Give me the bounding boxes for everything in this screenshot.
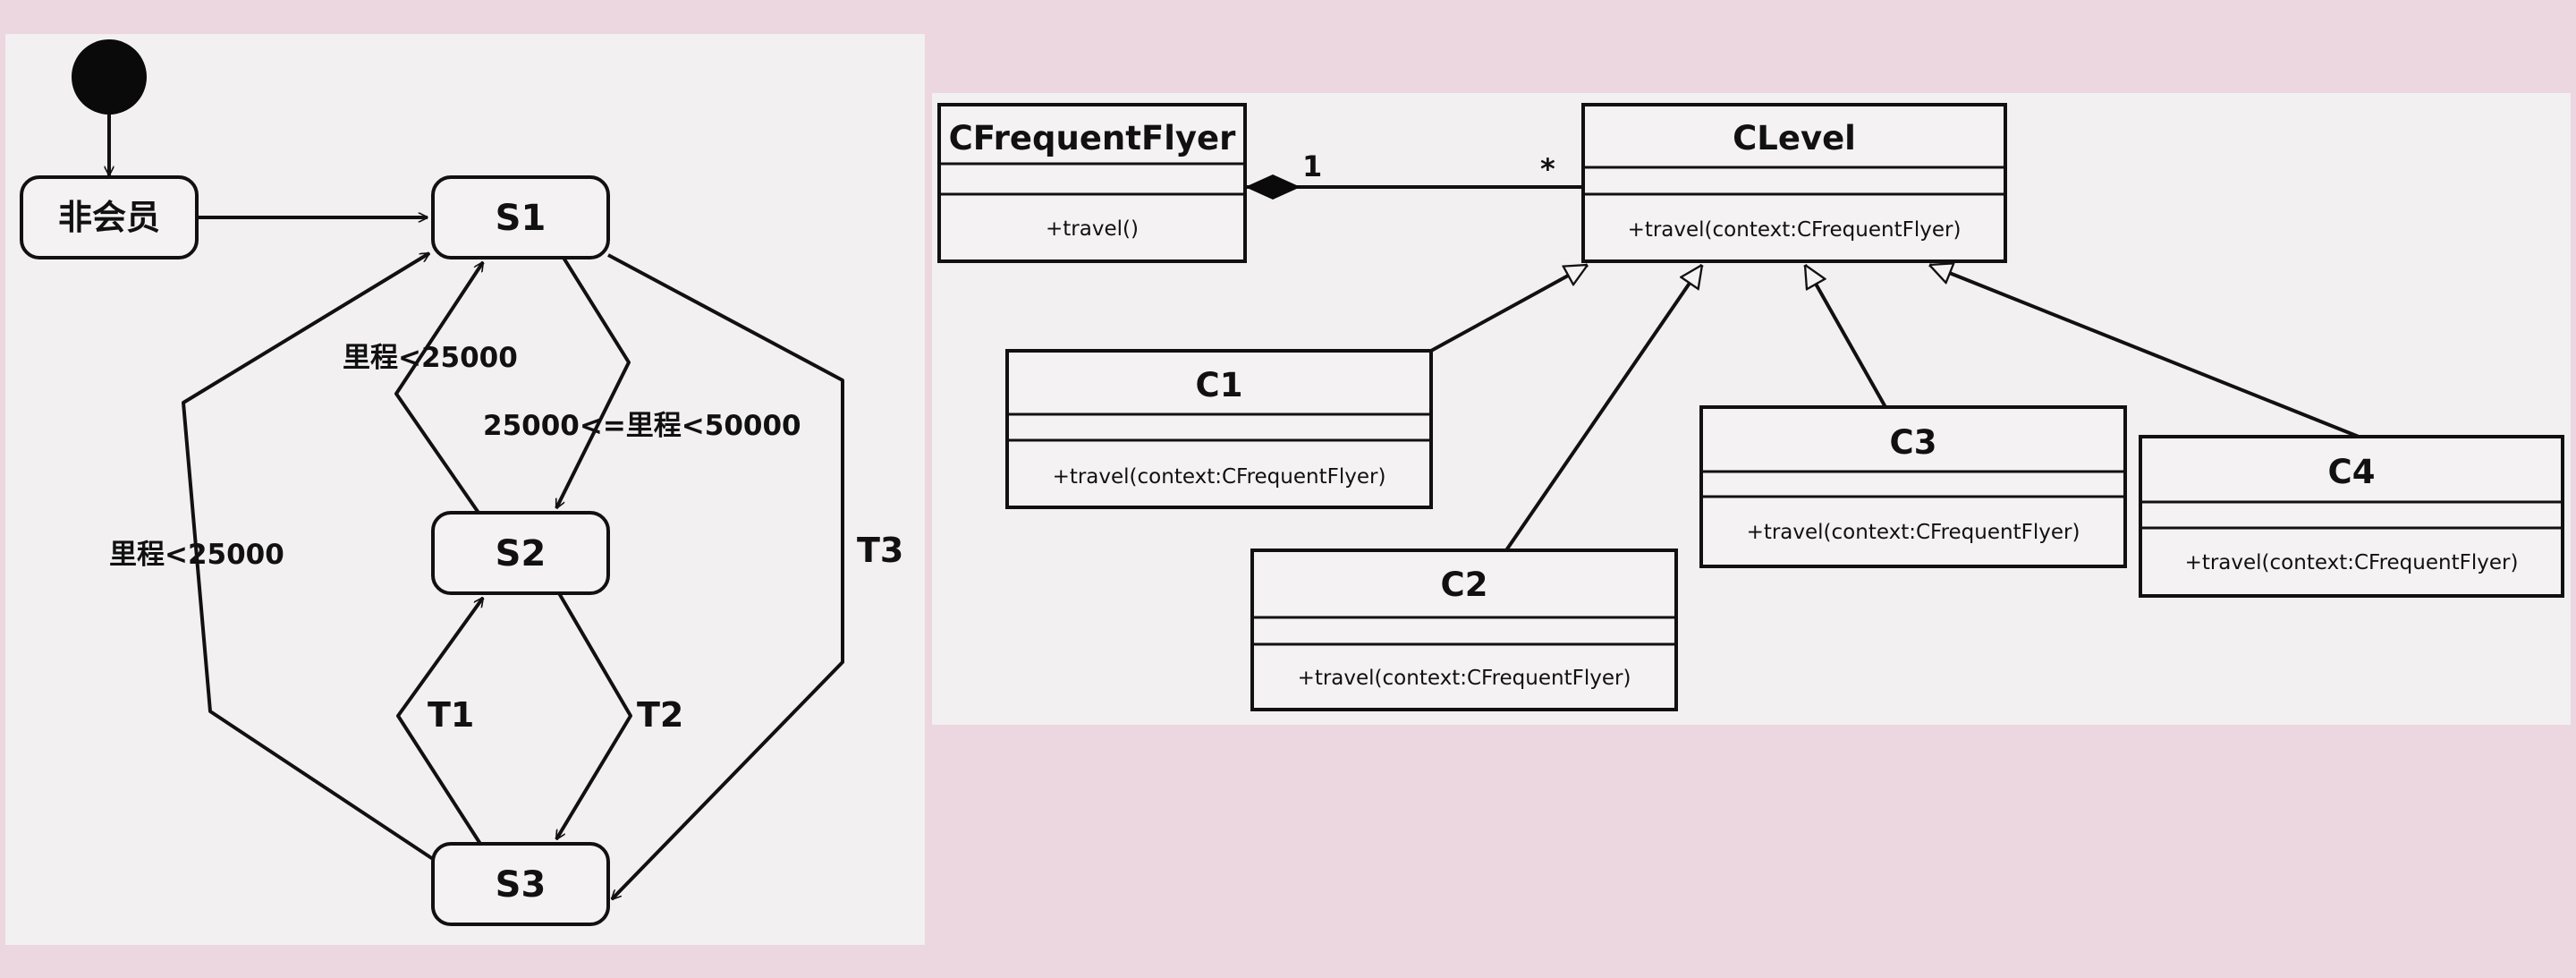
class-c2-name: C2: [1441, 566, 1488, 604]
class-cfrequentflyer-operation: +travel(): [1046, 217, 1139, 241]
generalization-c1: [1430, 263, 1588, 353]
label-t2: T2: [637, 695, 683, 735]
transition-s3-to-s1: [182, 251, 435, 861]
class-c2: C2 +travel(context:CFrequentFlyer): [1250, 549, 1678, 711]
class-c4-operation: +travel(context:CFrequentFlyer): [2185, 551, 2519, 574]
class-cfrequentflyer-name: CFrequentFlyer: [949, 119, 1237, 157]
label-t1: T1: [428, 695, 474, 735]
state-s1-label: S1: [496, 198, 547, 239]
composition-diamond: [1245, 174, 1301, 200]
generalization-c4: [1929, 265, 2360, 438]
class-c3-name: C3: [1890, 423, 1937, 462]
label-s2-to-s1: 里程<25000: [343, 342, 518, 374]
state-non-member-label: 非会员: [58, 198, 160, 237]
class-clevel-operation: +travel(context:CFrequentFlyer): [1628, 218, 1962, 242]
transition-s1-to-s3: [607, 253, 844, 899]
initial-state: [72, 39, 147, 115]
state-diagram-panel: [5, 34, 925, 945]
class-c4: C4 +travel(context:CFrequentFlyer): [2139, 435, 2564, 598]
state-s2: S2: [431, 511, 610, 595]
state-s2-label: S2: [496, 533, 547, 574]
class-c4-name: C4: [2328, 453, 2376, 491]
label-t3: T3: [857, 531, 903, 570]
label-s3-to-s1: 里程<25000: [109, 539, 284, 571]
multiplicity-many: *: [1540, 152, 1555, 186]
multiplicity-one: 1: [1302, 149, 1322, 183]
class-c1: C1 +travel(context:CFrequentFlyer): [1005, 349, 1433, 509]
class-cfrequentflyer: CFrequentFlyer +travel(): [937, 103, 1247, 263]
transition-s2-to-s1: [394, 262, 485, 515]
transition-s3-to-s2: [396, 598, 485, 846]
state-s3-label: S3: [496, 864, 547, 906]
transition-s2-to-s3: [555, 591, 632, 839]
transition-s1-to-s2: [555, 256, 631, 508]
state-s1: S1: [431, 175, 610, 259]
state-s3: S3: [431, 842, 610, 926]
class-c3: C3 +travel(context:CFrequentFlyer): [1699, 405, 2127, 568]
class-clevel: CLevel +travel(context:CFrequentFlyer): [1581, 103, 2007, 263]
class-clevel-name: CLevel: [1733, 119, 1856, 157]
label-s1-to-s2: 25000<=里程<50000: [483, 410, 801, 442]
generalization-c3: [1803, 265, 1887, 408]
generalization-c2: [1504, 265, 1704, 552]
class-c3-operation: +travel(context:CFrequentFlyer): [1747, 521, 2080, 544]
class-c1-name: C1: [1196, 366, 1243, 404]
state-non-member: 非会员: [20, 175, 199, 259]
class-c2-operation: +travel(context:CFrequentFlyer): [1298, 667, 1631, 690]
class-c1-operation: +travel(context:CFrequentFlyer): [1053, 465, 1386, 489]
